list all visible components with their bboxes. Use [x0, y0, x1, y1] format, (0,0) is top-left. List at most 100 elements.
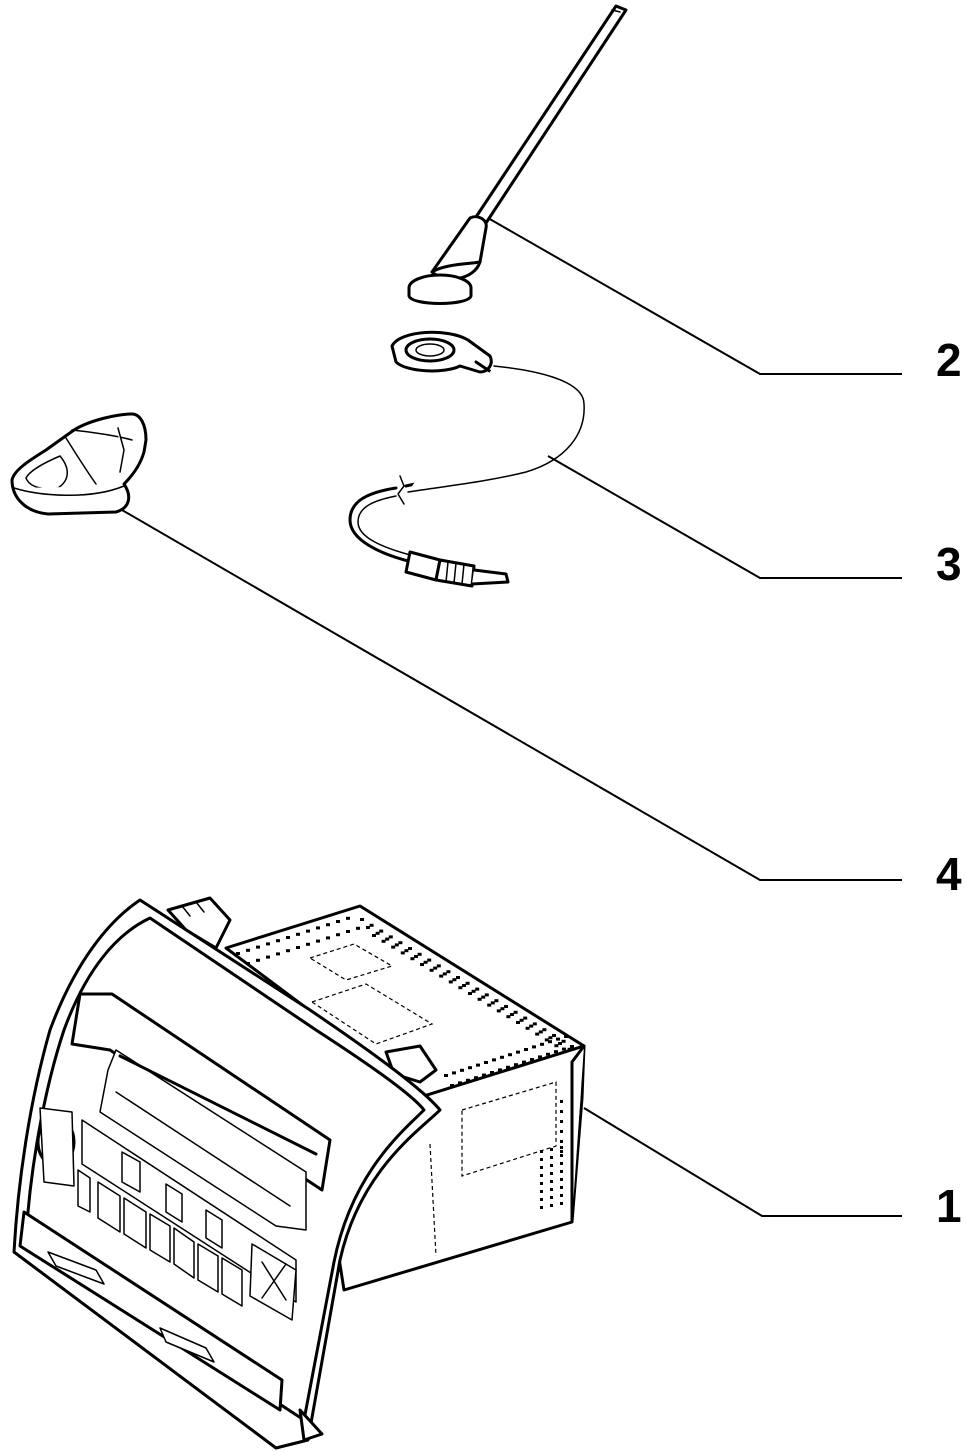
leader-line-4	[121, 509, 902, 881]
vent-hole	[468, 1066, 472, 1070]
vent-hole	[246, 948, 250, 952]
vent-hole	[452, 978, 457, 982]
vent-hole	[256, 958, 260, 962]
vent-hole	[540, 1174, 543, 1177]
vent-hole	[560, 1186, 563, 1189]
vent-hole	[560, 1100, 563, 1103]
vent-hole	[484, 993, 489, 997]
callout-number-4: 4	[936, 848, 962, 900]
vent-hole	[560, 1178, 563, 1181]
vent-hole	[381, 939, 386, 943]
vent-hole	[436, 964, 441, 968]
vent-hole	[550, 1164, 553, 1167]
vent-hole	[286, 936, 290, 939]
vent-hole	[481, 995, 486, 999]
vent-hole	[462, 984, 466, 987]
vent-hole	[458, 986, 463, 990]
vent-hole	[369, 923, 374, 927]
vent-hole	[525, 1026, 530, 1030]
vent-hole	[540, 1206, 543, 1209]
vent-hole	[408, 947, 412, 950]
vent-hole	[450, 1084, 454, 1087]
vent-hole	[570, 1045, 574, 1048]
vent-hole	[506, 1065, 510, 1069]
leader-line-3	[547, 455, 902, 579]
antenna-mast	[407, 4, 628, 305]
vent-hole	[452, 1071, 456, 1075]
callout-number-1: 1	[936, 1180, 962, 1232]
antenna-cable	[348, 330, 585, 588]
vent-hole	[444, 1074, 448, 1077]
vent-hole	[560, 1162, 563, 1165]
vent-hole	[524, 1048, 528, 1051]
vent-hole	[442, 972, 447, 976]
vent-hole	[550, 1156, 553, 1159]
vent-hole	[482, 1073, 486, 1077]
vent-hole	[558, 1042, 562, 1045]
vent-hole	[276, 939, 280, 943]
vent-hole	[546, 1052, 550, 1056]
vent-hole	[498, 1068, 502, 1072]
vent-hole	[529, 1024, 534, 1028]
vent-hole	[466, 1078, 470, 1082]
vent-hole	[296, 946, 300, 949]
vent-hole	[538, 1055, 542, 1059]
vent-hole	[414, 955, 418, 958]
vent-hole	[560, 1170, 563, 1173]
vent-hole	[404, 949, 409, 953]
vent-hole	[391, 945, 396, 949]
vent-hole	[561, 1039, 566, 1043]
vent-hole	[540, 1198, 543, 1201]
vent-hole	[560, 1130, 563, 1133]
vent-hole	[535, 1032, 540, 1036]
vent-hole	[458, 1081, 462, 1085]
vent-hole	[372, 934, 376, 937]
vent-hole	[560, 1202, 563, 1205]
vent-hole	[560, 1110, 563, 1113]
vent-hole	[554, 1050, 558, 1054]
vent-hole	[484, 1061, 488, 1064]
vent-hole	[360, 918, 364, 921]
roof-antenna-base	[10, 412, 148, 516]
leader-line-1	[583, 1107, 902, 1217]
vent-hole	[326, 936, 330, 940]
vent-hole	[504, 1005, 508, 1008]
vent-hole	[423, 960, 428, 964]
vent-hole	[266, 942, 270, 946]
vent-hole	[550, 1180, 553, 1183]
vent-hole	[532, 1022, 537, 1026]
vent-hole	[560, 1140, 563, 1143]
vent-hole	[514, 1063, 518, 1067]
vent-hole	[266, 955, 270, 959]
vent-hole	[420, 963, 424, 966]
vent-hole	[540, 1158, 543, 1161]
vent-hole	[379, 929, 384, 933]
vent-hole	[560, 1146, 563, 1149]
vent-hole	[550, 1172, 553, 1175]
vent-hole	[516, 1050, 520, 1054]
vent-hole	[554, 1044, 559, 1048]
vent-hole	[550, 1148, 553, 1151]
vent-hole	[522, 1060, 526, 1064]
vent-hole	[346, 930, 350, 933]
vent-hole	[296, 932, 300, 936]
vent-hole	[560, 1120, 563, 1123]
vent-hole	[256, 945, 260, 949]
vent-hole	[516, 1021, 520, 1024]
vent-hole	[286, 949, 290, 953]
vent-hole	[465, 981, 470, 985]
vent-hole	[276, 952, 280, 956]
vent-hole	[519, 1018, 524, 1022]
vent-hole	[316, 926, 320, 930]
vent-hole	[394, 943, 399, 947]
vent-hole	[506, 1015, 511, 1019]
vent-hole	[429, 968, 434, 972]
vent-hole	[513, 1010, 518, 1014]
vent-hole	[487, 1003, 492, 1007]
vent-hole	[540, 1182, 543, 1185]
vent-hole	[475, 987, 480, 991]
vent-hole	[510, 1013, 514, 1016]
leader-lines	[121, 217, 902, 1217]
vent-hole	[567, 1047, 572, 1051]
callout-number-2: 2	[936, 334, 962, 386]
